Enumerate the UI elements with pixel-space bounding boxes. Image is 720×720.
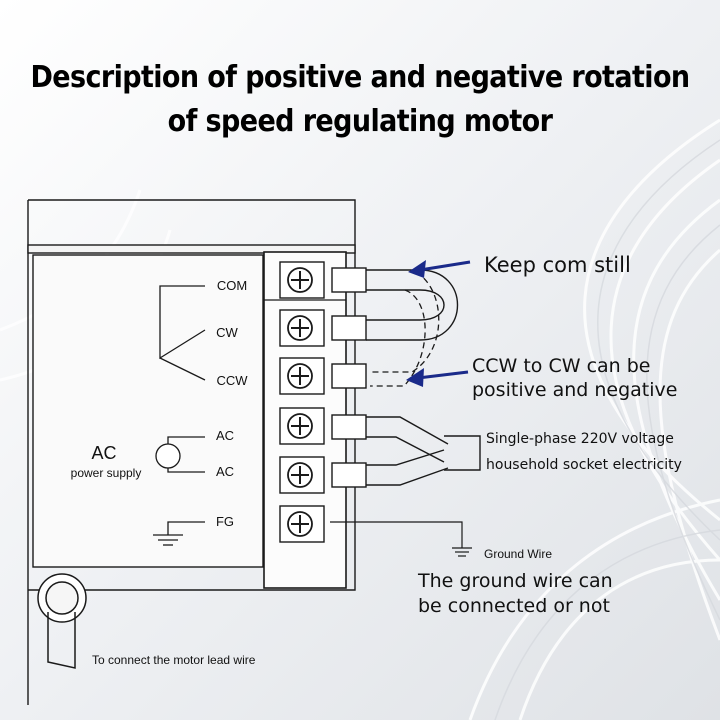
terminal-label-ac-1: AC [216,428,234,443]
terminal-screw-ccw [279,357,325,395]
terminal-label-cw: CW [216,325,238,340]
annotation-ground-note-line-1: The ground wire can [417,570,613,592]
terminal-label-ccw: CCW [216,373,248,388]
annotation-single-phase-line-1: Single-phase 220V voltage [486,431,674,447]
direction-switch-symbol [159,285,206,381]
com-cw-jumper-wire [331,267,459,341]
terminal-screw-com [279,261,325,299]
ccw-terminal-lug [331,363,367,389]
terminal-label-ac-2: AC [216,464,234,479]
annotation-ground-note-line-2: be connected or not [418,595,610,617]
title-line-1: Description of positive and negative rot… [30,60,690,95]
annotation-single-phase-line-2: household socket electricity [486,457,682,473]
ac-power-wires [331,414,481,488]
terminal-label-fg: FG [216,514,234,529]
power-supply-label: power supply [71,466,142,480]
ac-source-symbol [155,436,205,473]
motor-connector [37,573,87,669]
terminal-screw-fg [279,505,325,543]
annotation-ccw-cw-line-2: positive and negative [472,379,677,401]
ccw-dashed-wire [370,271,440,387]
terminal-screw-ac-2 [279,456,325,494]
terminal-screw-cw [279,309,325,347]
annotation-motor-lead: To connect the motor lead wire [92,653,256,667]
controller-housing [27,199,356,705]
ground-wire [330,521,472,557]
fg-ground-symbol [153,521,205,546]
arrow-ccw-cw [406,368,469,387]
annotation-ground-wire: Ground Wire [484,547,552,561]
annotation-keep-com: Keep com still [484,253,631,277]
terminal-screw-ac-1 [279,407,325,445]
arrow-keep-com [408,260,471,278]
annotation-ccw-cw-line-1: CCW to CW can be [472,355,651,377]
title-line-2: of speed regulating motor [167,104,553,139]
power-supply-ac-label: AC [91,443,116,463]
terminal-label-com: COM [217,278,247,293]
